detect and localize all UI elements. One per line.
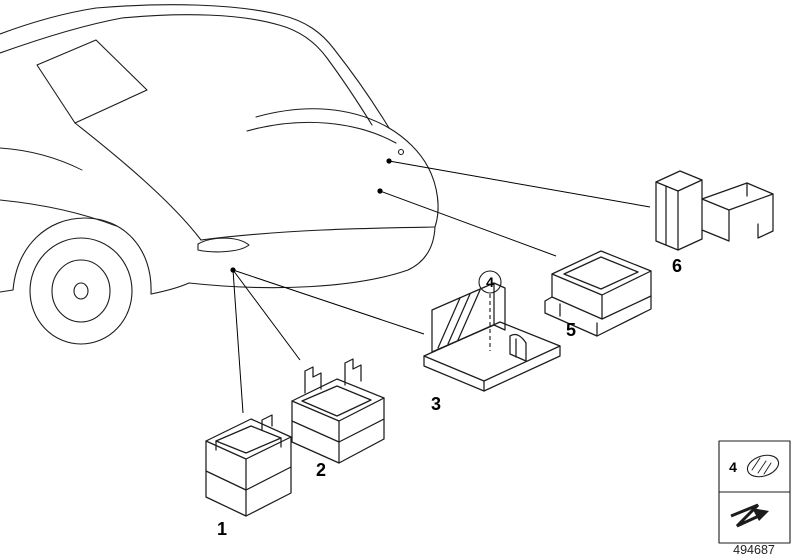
part-3-drawing xyxy=(423,282,561,392)
part-1-label[interactable]: 1 xyxy=(217,519,227,539)
part-2-label[interactable]: 2 xyxy=(316,460,326,480)
legend-part-ref-label: 4 xyxy=(729,459,737,475)
diagram-number: 494687 xyxy=(733,543,775,557)
part-6-drawing xyxy=(655,170,774,251)
part-6-label[interactable]: 6 xyxy=(672,256,682,276)
part-3-label[interactable]: 3 xyxy=(431,394,441,414)
leader-lines xyxy=(230,158,651,414)
part-1-drawing xyxy=(205,414,292,517)
part-5-drawing xyxy=(544,250,652,337)
part-4-label: 4 xyxy=(486,274,494,290)
legend-box[interactable]: 4 xyxy=(718,440,791,544)
key-oval-icon xyxy=(746,454,780,478)
zigzag-arrow-icon xyxy=(730,503,769,528)
car-outline-drawing xyxy=(0,4,439,345)
part-2-drawing xyxy=(291,358,385,464)
part-5-label[interactable]: 5 xyxy=(566,320,576,340)
callout-part4[interactable]: 4 xyxy=(478,270,502,351)
